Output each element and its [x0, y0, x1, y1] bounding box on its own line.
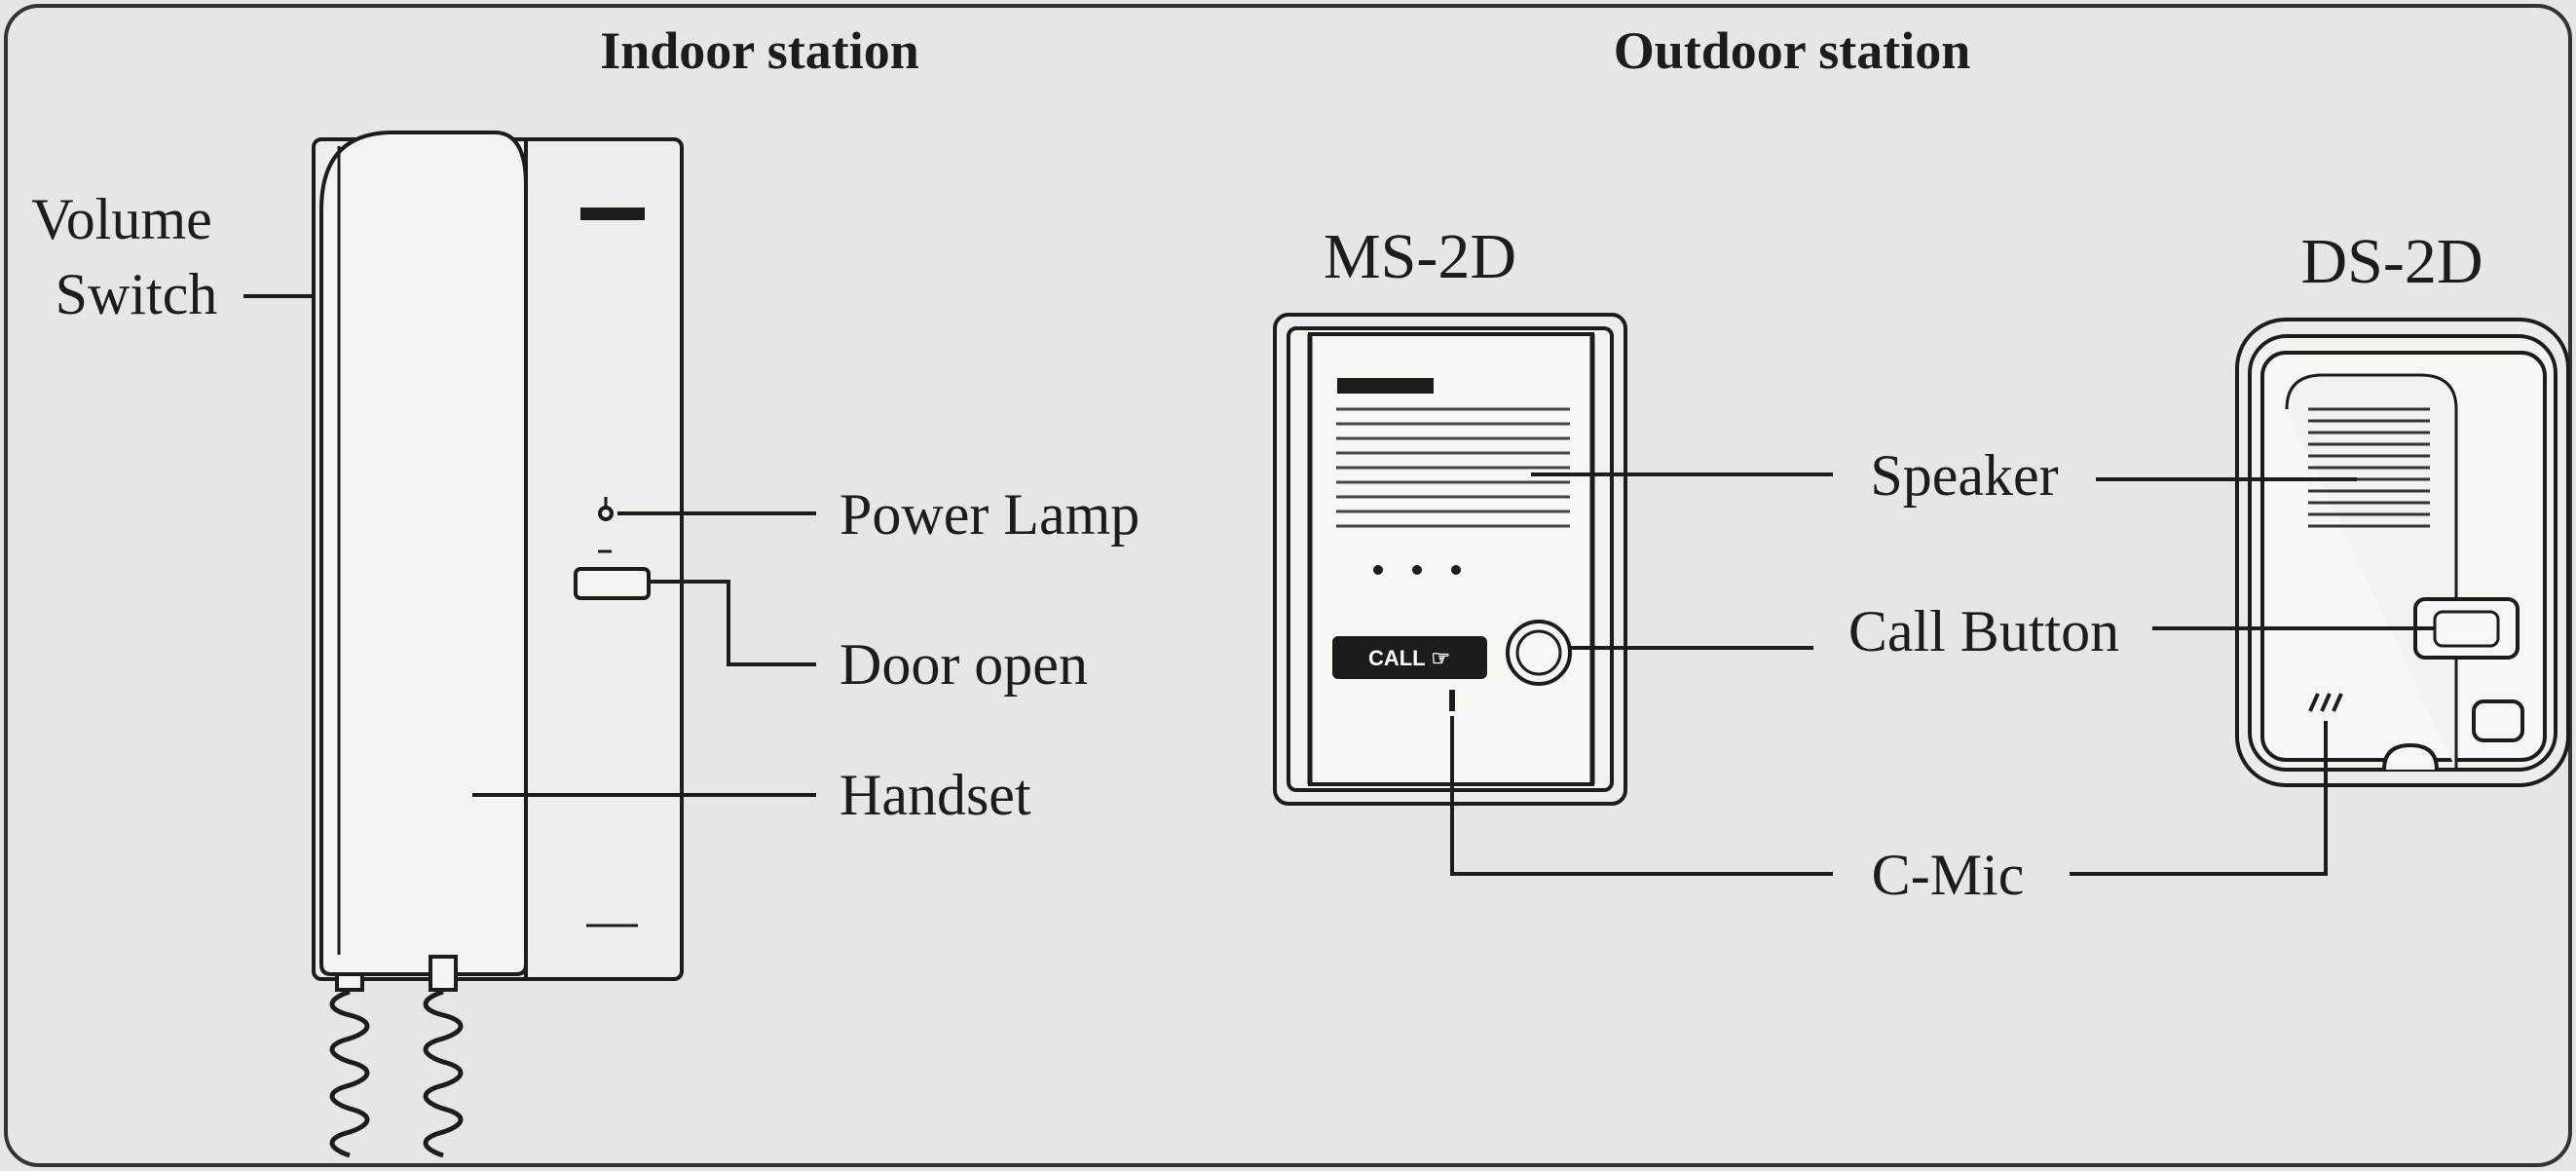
ms-2d-call-plate-text: CALL ☞: [1368, 646, 1450, 670]
power-lamp-label: Power Lamp: [840, 482, 1139, 547]
call-button-label: Call Button: [1848, 599, 2119, 663]
ds-2d-unit: [2235, 318, 2570, 787]
ds-2d-model-label: DS-2D: [2300, 226, 2483, 297]
ms-2d-model-label: MS-2D: [1324, 221, 1516, 292]
ms-2d-unit: [1273, 313, 1627, 806]
volume-switch-label-line2: Switch: [56, 262, 218, 326]
door-open-button-shape: [574, 567, 651, 600]
power-lamp-icon: [598, 506, 614, 521]
handset-cord-left: [329, 989, 370, 1158]
c-mic-leader-right: [2070, 721, 2328, 876]
outdoor-leader-lines: [1450, 472, 2435, 876]
c-mic-label: C-Mic: [1872, 843, 2025, 907]
speaker-label: Speaker: [1870, 443, 2058, 508]
ms-2d-mic: [1449, 690, 1455, 711]
door-open-label: Door open: [840, 632, 1088, 697]
ms-2d-speaker-grille: [1336, 407, 1570, 528]
c-mic-leader-left: [1450, 716, 1833, 876]
handset-shape: [319, 131, 528, 976]
indoor-brand-mark: [580, 208, 645, 220]
door-open-leader: [649, 580, 816, 666]
ds-2d-speaker-grille: [2308, 407, 2430, 528]
handset-cord-right: [423, 989, 464, 1158]
outdoor-station-header: Outdoor station: [1614, 21, 1971, 80]
ms-2d-call-plate: [1332, 636, 1487, 679]
indoor-station-header: Indoor station: [600, 21, 919, 80]
indoor-leader-lines: [243, 294, 816, 797]
volume-switch-label-line1: Volume: [31, 187, 212, 251]
ms-2d-brand-mark: [1337, 378, 1434, 394]
ds-2d-mic: [2308, 693, 2343, 712]
handset-label: Handset: [840, 763, 1031, 827]
indoor-station: [312, 131, 684, 1158]
